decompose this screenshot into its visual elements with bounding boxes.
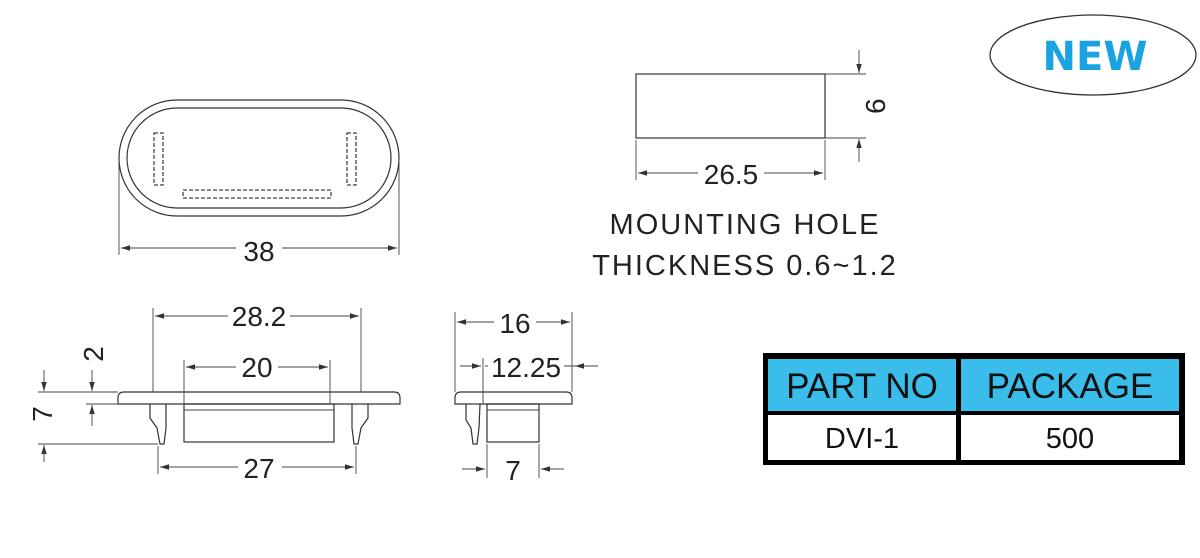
mounting-hole-width-label: 26.5 [704,159,759,190]
mounting-hole-note-line2: THICKNESS 0.6~1.2 [592,250,898,282]
mounting-hole-height-label: 9 [860,98,891,114]
table-header-cell [768,359,956,411]
side-view: 16 12.25 7 [454,307,598,486]
side-view-body [486,403,540,443]
table-header-cell [961,359,1179,411]
table-cell-part-no: DVI-1 [825,423,899,455]
side-view-bottom-label: 7 [505,455,521,486]
front-view-bottom-width-label: 27 [243,453,274,484]
left-latch-slot [153,132,164,186]
parts-table: PART NO PACKAGE DVI-1 500 [763,353,1185,465]
side-view-latch [465,403,481,445]
mounting-hole-note-line1: MOUNTING HOLE [610,209,881,241]
front-view-left-latch [149,404,167,445]
new-badge: NEW [989,14,1197,96]
front-view-flange-label: 2 [78,346,109,362]
front-view-flange [117,391,401,405]
front-view-right-latch [351,404,369,445]
table-header-package: PACKAGE [987,367,1154,406]
front-view-inner-width-label: 20 [241,352,272,383]
mounting-hole-view: 9 26.5 MOUNTING HOLE THICKNESS 0.6~1.2 [592,50,898,282]
front-view-body [183,403,335,443]
table-row [961,415,1179,460]
top-view-width-label: 38 [243,236,274,267]
side-view-flange [454,391,573,405]
table-row [768,415,956,460]
mounting-hole-outline [635,73,826,139]
new-badge-text: NEW [1043,34,1148,80]
front-view: 28.2 20 27 2 7 [27,300,401,484]
top-view: 38 [118,99,400,267]
side-view-outer-label: 16 [499,308,530,339]
connector-pin-row [182,189,332,199]
table-cell-package: 500 [1046,423,1094,455]
front-view-top-width-label: 28.2 [232,301,287,332]
top-view-outer-outline [118,99,400,217]
front-view-height-label: 7 [27,406,58,422]
new-badge-ellipse [989,14,1197,96]
right-latch-slot [346,132,357,186]
side-view-inner-label: 12.25 [491,352,561,383]
table-header-part-no: PART NO [786,367,938,406]
top-view-inner-outline [126,107,392,209]
